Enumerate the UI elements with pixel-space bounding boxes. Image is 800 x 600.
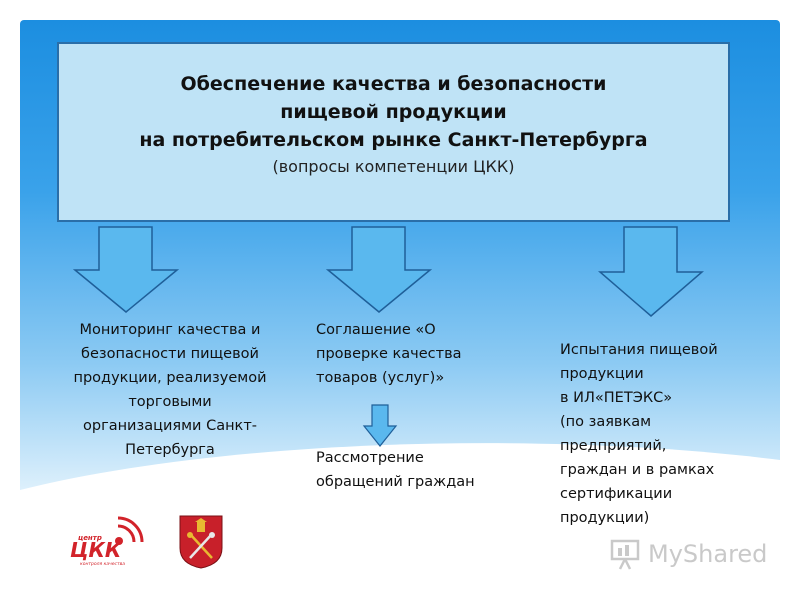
column-3-line-7: сертификации (560, 486, 673, 502)
title-line-1: Обеспечение качества и безопасности (180, 73, 607, 95)
arrow-down-left (73, 226, 179, 313)
column-citizen-appeals: Рассмотрение обращений граждан (316, 446, 516, 494)
column-3-line-8: продукции) (560, 510, 650, 526)
column-2-sub-line-1: Рассмотрение (316, 450, 424, 466)
watermark: MyShared (608, 536, 767, 572)
column-2-line-1: Соглашение «О (316, 322, 436, 338)
column-3-line-1: Испытания пищевой (560, 342, 718, 358)
arrow-down-small (362, 404, 398, 447)
column-2-line-2: проверке качества (316, 346, 462, 362)
title-subtitle: (вопросы компетенции ЦКК) (272, 157, 515, 176)
column-1-line-6: Петербурга (125, 442, 215, 458)
column-3-line-3: в ИЛ«ПЕТЭКС» (560, 390, 673, 406)
watermark-text: MyShared (648, 540, 768, 568)
ckk-logo: центр ЦКК контроля качества (70, 516, 144, 567)
column-1-line-1: Мониторинг качества и (79, 322, 261, 338)
presentation-icon (610, 539, 640, 570)
column-2-line-3: товаров (услуг)» (316, 370, 445, 386)
logo-main-text: ЦКК (70, 538, 123, 562)
column-monitoring: Мониторинг качества и безопасности пищев… (40, 318, 300, 462)
coat-of-arms-icon (179, 515, 223, 569)
column-1-line-2: безопасности пищевой (81, 346, 259, 362)
logo-top-text: центр (78, 534, 102, 542)
column-3-line-4: (по заявкам (560, 414, 652, 430)
column-agreement: Соглашение «О проверке качества товаров … (316, 318, 516, 390)
column-1-line-4: торговыми (128, 394, 212, 410)
title-box: Обеспечение качества и безопасности пище… (57, 42, 730, 222)
column-1-line-3: продукции, реализуемой (73, 370, 267, 386)
arrow-down-right (598, 226, 704, 317)
column-1-line-5: организациями Санкт- (83, 418, 257, 434)
title-line-3: на потребительском рынке Санкт-Петербург… (139, 129, 648, 151)
logo-bottom-text: контроля качества (80, 562, 125, 567)
title-line-2: пищевой продукции (280, 101, 507, 123)
column-3-line-6: граждан и в рамках (560, 462, 715, 478)
column-testing: Испытания пищевой продукции в ИЛ«ПЕТЭКС»… (560, 338, 760, 530)
column-3-line-5: предприятий, (560, 438, 667, 454)
arrow-down-middle (326, 226, 432, 313)
column-3-line-2: продукции (560, 366, 644, 382)
column-2-sub-line-2: обращений граждан (316, 474, 475, 490)
